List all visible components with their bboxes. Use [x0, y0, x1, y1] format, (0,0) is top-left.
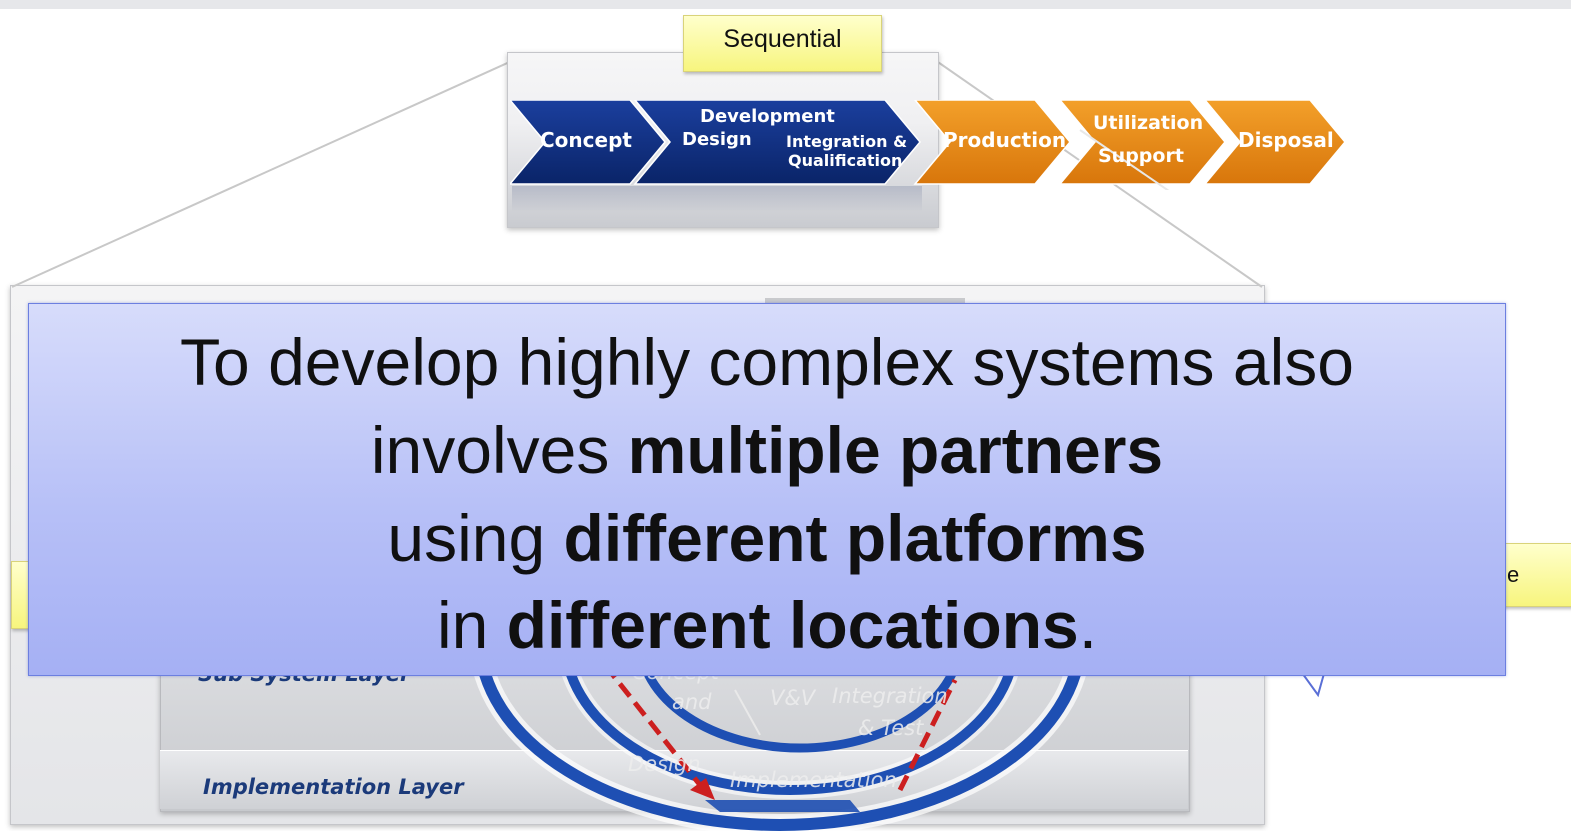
overlay-line-3-bold: different platforms [563, 501, 1147, 575]
chevron-reflection [512, 186, 922, 212]
stage-utilization-shape [1058, 100, 1226, 185]
vmodel-and-label: and [672, 690, 712, 714]
right-note-label: e [1507, 562, 1520, 587]
overlay-line-1: To develop highly complex systems also [180, 325, 1354, 399]
stage-development-label: Development [700, 106, 835, 127]
overlay-line-4-end: . [1078, 588, 1098, 662]
implementation-layer-label: Implementation Layer [203, 775, 464, 799]
overlay-line-3: using different platforms [29, 500, 1505, 576]
overlay-line-2-bold: multiple partners [627, 413, 1164, 487]
overlay-line-4-text: in [436, 588, 507, 662]
vmodel-integration-label: Integration [832, 684, 948, 708]
sequential-note: Sequential [683, 15, 882, 72]
stage-utilization-label: Utilization [1093, 112, 1204, 134]
overlay-line-2: involves multiple partners [29, 412, 1505, 488]
overlay-line-4-bold: different locations [506, 588, 1079, 662]
stage-concept-shape [510, 100, 666, 185]
vmodel-vv-label: V&V [770, 686, 816, 710]
overlay-line-4: in different locations. [29, 587, 1505, 663]
stage-disposal-label: Disposal [1238, 128, 1334, 152]
stage-disposal-shape [1203, 100, 1346, 185]
stage-support-label: Support [1098, 145, 1184, 167]
overlay-line-3-text: using [387, 501, 564, 575]
top-band [0, 0, 1571, 9]
vmodel-implementation-label: Implementation [730, 768, 897, 792]
sequential-note-label: Sequential [723, 25, 842, 53]
lifecycle-chevrons [510, 100, 1346, 190]
stage-development-shape [633, 100, 921, 185]
overlay-line-2-text: involves [370, 413, 628, 487]
stage-production-label: Production [943, 128, 1067, 152]
stage-qualification-label: Qualification [788, 151, 903, 170]
stage-design-label: Design [682, 129, 752, 150]
stage-concept-label: Concept [540, 128, 632, 152]
stage-integration-label: Integration & [786, 132, 908, 151]
vmodel-design-label: Design [628, 752, 701, 776]
stage-production-shape [913, 100, 1071, 185]
vmodel-test-label: & Test [858, 716, 924, 740]
message-overlay: To develop highly complex systems also i… [28, 303, 1506, 676]
zoom-line-left [11, 59, 515, 288]
